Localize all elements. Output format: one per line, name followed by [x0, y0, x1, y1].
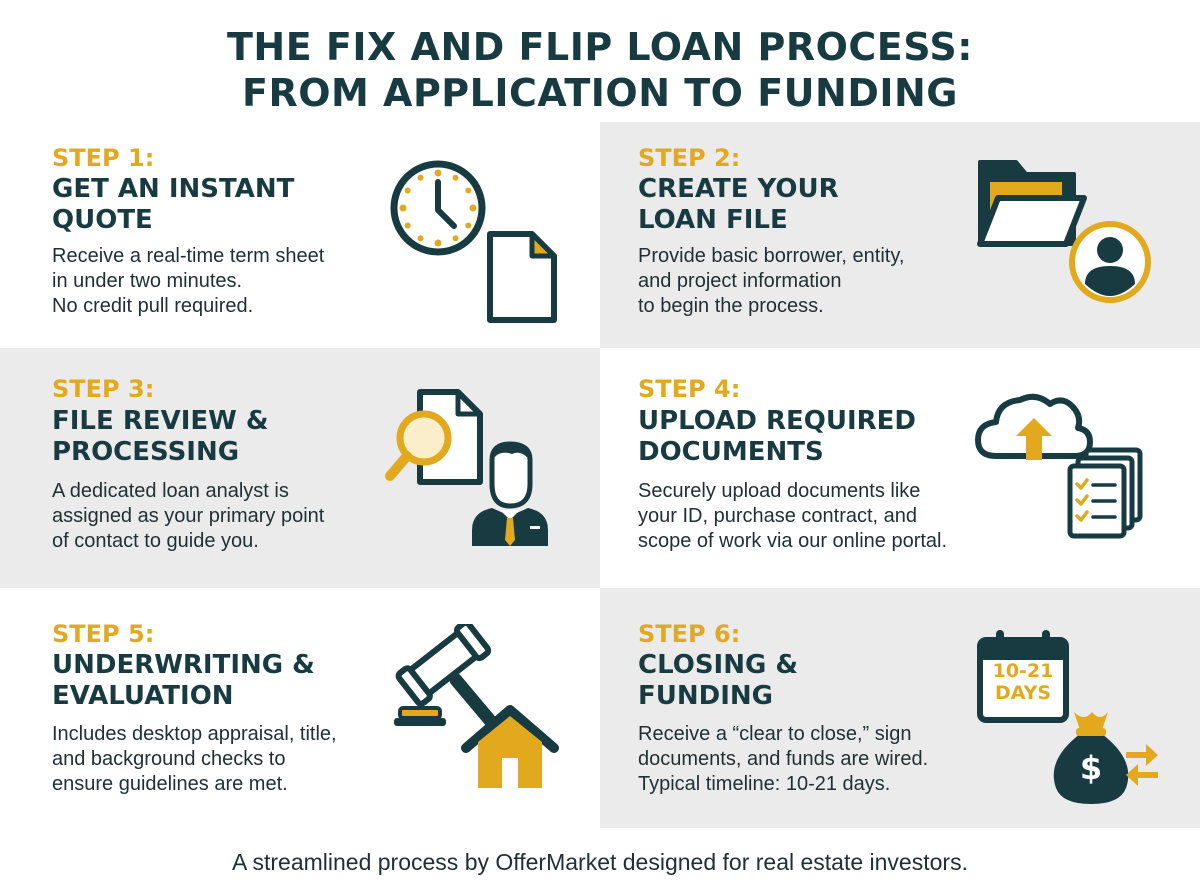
transfer-arrows-icon: [1126, 744, 1158, 786]
step-6-heading-line: CLOSING &: [638, 650, 799, 680]
step-4-heading-line: UPLOAD REQUIRED: [638, 406, 917, 436]
step-5-heading-line: EVALUATION: [52, 681, 234, 711]
step-3-description: A dedicated loan analyst is assigned as …: [52, 479, 392, 554]
gavel-house-icon: [394, 624, 559, 788]
title-line-1: THE FIX AND FLIP LOAN PROCESS:: [227, 25, 973, 69]
step-1-heading-line: QUOTE: [52, 205, 153, 235]
step-2-description-line: and project information: [638, 270, 842, 292]
step-5-description-line: and background checks to: [52, 748, 286, 770]
step-1-description-line: No credit pull required.: [52, 295, 254, 317]
step-6-label: STEP 6:: [638, 620, 741, 648]
step-6-description-line: documents, and funds are wired.: [638, 748, 929, 770]
step-3-description-line: A dedicated loan analyst is: [52, 480, 289, 502]
step-4-description: Securely upload documents like your ID, …: [638, 479, 978, 554]
calendar-text: 10-21 DAYS: [980, 660, 1066, 704]
step-3-heading-line: PROCESSING: [52, 437, 240, 467]
step-4-description-line: Securely upload documents like: [638, 480, 921, 502]
step-4-card: STEP 4: UPLOAD REQUIRED DOCUMENTS Secure…: [600, 348, 1200, 588]
step-1-description: Receive a real-time term sheet in under …: [52, 244, 392, 319]
step-5-label: STEP 5:: [52, 620, 155, 648]
calendar-money-bag-icon: 10-21 DAYS $: [976, 628, 1160, 808]
step-2-description-line: Provide basic borrower, entity,: [638, 245, 905, 267]
cloud-upload-checklist-icon: [975, 393, 1143, 539]
clock-document-icon: [390, 160, 557, 323]
step-5-heading: UNDERWRITING & EVALUATION: [52, 650, 372, 712]
step-4-label: STEP 4:: [638, 375, 741, 403]
calendar-icon: [977, 630, 1069, 723]
step-6-description-line: Receive a “clear to close,” sign: [638, 723, 912, 745]
calendar-range: 10-21: [992, 660, 1054, 682]
step-2-description: Provide basic borrower, entity, and proj…: [638, 244, 978, 319]
step-5-description-line: Includes desktop appraisal, title,: [52, 723, 337, 745]
step-1-heading-line: GET AN INSTANT: [52, 174, 295, 204]
step-4-description-line: scope of work via our online portal.: [638, 530, 948, 552]
calendar-unit: DAYS: [994, 682, 1052, 704]
money-bag-symbol: $: [1079, 749, 1103, 787]
step-6-card: STEP 6: CLOSING & FUNDING Receive a “cle…: [600, 588, 1200, 828]
step-4-heading-line: DOCUMENTS: [638, 437, 824, 467]
step-4-description-line: your ID, purchase contract, and: [638, 505, 918, 527]
step-2-card: STEP 2: CREATE YOUR LOAN FILE Provide ba…: [600, 122, 1200, 348]
folder-user-icon: [977, 160, 1151, 303]
step-6-heading-line: FUNDING: [638, 681, 773, 711]
step-2-description-line: to begin the process.: [638, 295, 824, 317]
step-2-label: STEP 2:: [638, 144, 741, 172]
step-2-heading-line: LOAN FILE: [638, 205, 788, 235]
step-2-heading: CREATE YOUR LOAN FILE: [638, 174, 958, 236]
step-3-heading-line: FILE REVIEW &: [52, 406, 269, 436]
step-1-heading: GET AN INSTANT QUOTE: [52, 174, 372, 236]
step-1-label: STEP 1:: [52, 144, 155, 172]
step-5-card: STEP 5: UNDERWRITING & EVALUATION Includ…: [0, 588, 600, 828]
step-3-heading: FILE REVIEW & PROCESSING: [52, 406, 372, 468]
step-5-description: Includes desktop appraisal, title, and b…: [52, 722, 392, 797]
step-3-description-line: of contact to guide you.: [52, 530, 259, 552]
step-4-heading: UPLOAD REQUIRED DOCUMENTS: [638, 406, 958, 468]
step-2-heading-line: CREATE YOUR: [638, 174, 839, 204]
step-3-label: STEP 3:: [52, 375, 155, 403]
step-3-card: STEP 3: FILE REVIEW & PROCESSING A dedic…: [0, 348, 600, 588]
step-6-description-line: Typical timeline: 10-21 days.: [638, 773, 891, 795]
step-3-description-line: assigned as your primary point: [52, 505, 325, 527]
money-bag-icon: [1053, 712, 1129, 804]
step-6-heading: CLOSING & FUNDING: [638, 650, 958, 712]
step-5-description-line: ensure guidelines are met.: [52, 773, 288, 795]
title-line-2: FROM APPLICATION TO FUNDING: [241, 71, 959, 115]
step-6-description: Receive a “clear to close,” sign documen…: [638, 722, 978, 797]
step-1-description-line: Receive a real-time term sheet: [52, 245, 325, 267]
step-1-description-line: in under two minutes.: [52, 270, 243, 292]
footer-tagline: A streamlined process by OfferMarket des…: [232, 849, 968, 875]
page-title: THE FIX AND FLIP LOAN PROCESS: FROM APPL…: [0, 24, 1200, 116]
step-5-heading-line: UNDERWRITING &: [52, 650, 315, 680]
document-search-analyst-icon: [385, 389, 548, 546]
step-1-card: STEP 1: GET AN INSTANT QUOTE Receive a r…: [0, 122, 600, 348]
